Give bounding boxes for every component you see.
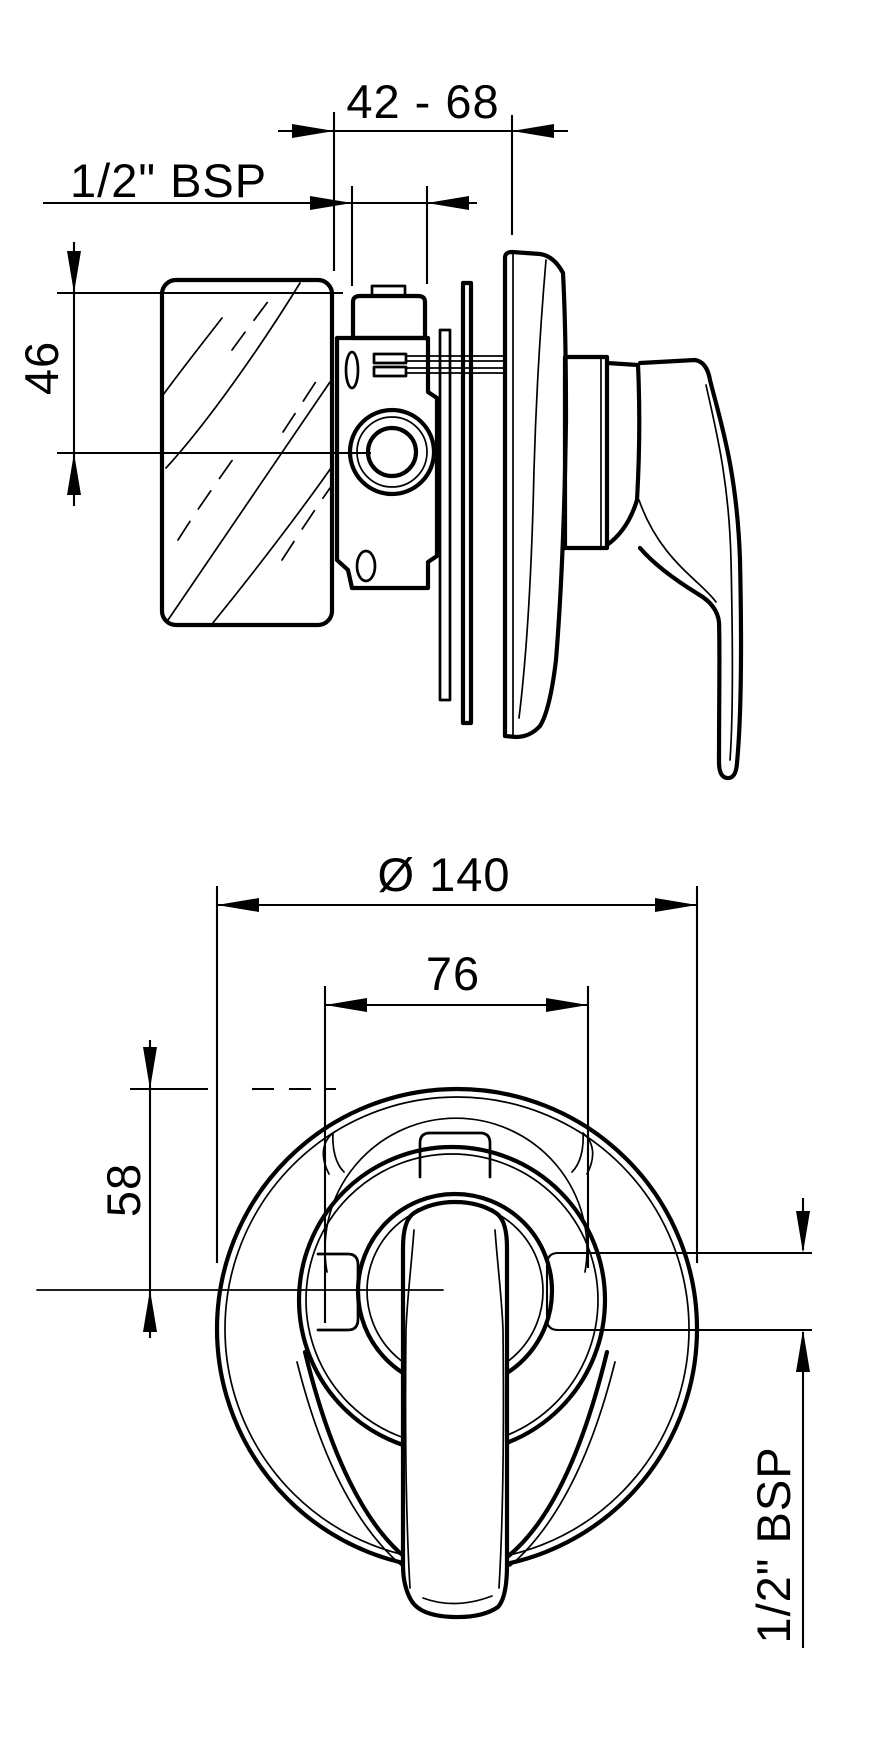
cartridge-cap [350,293,428,341]
body-screw-top [344,350,360,390]
inlet-stub [372,352,504,378]
handle-lever-highlight [705,384,734,761]
body-screw-bottom [355,549,377,583]
arrow-down-icon [67,251,81,293]
dim-inlet-thread: 1/2" BSP [43,154,477,286]
dome-inner-curve [518,259,547,719]
arrow-left-icon [217,898,259,912]
arrow-up-icon [67,453,81,495]
front-view: Ø 140 76 58 1/2" BSP [36,848,812,1648]
grip-inner-left [404,1229,415,1589]
arrow-down-icon [143,1047,157,1089]
escutcheon-plate-side [502,249,569,740]
handle-side [562,354,744,781]
wall-grain-line [211,467,332,625]
handle-hub-front [604,360,642,548]
wall-grain-line [167,381,331,621]
arrow-up-icon [796,1330,810,1372]
handle-grip [400,1199,510,1620]
dim-dome-width: 76 [323,947,590,1323]
handle-lever [637,357,744,781]
arrow-right-icon [310,196,352,210]
arrow-down-icon [796,1211,810,1253]
dim-outlet-thread: 1/2" BSP [747,1198,810,1648]
plate-face [502,249,569,740]
arrow-right-icon [546,998,588,1012]
arrow-left-icon [427,196,469,210]
side-port-right [545,1251,812,1332]
arrow-right-icon [655,898,697,912]
flange-ring-outer [460,280,474,726]
handle-lever-inner [638,499,717,603]
side-view: 42 - 68 1/2" BSP 46 [15,75,744,781]
wall-grain-dash [231,295,273,351]
arrow-up-icon [143,1290,157,1332]
flange-ring-inner [438,328,452,702]
wave-swoosh-right [503,1349,610,1561]
wave-swoosh-right-inner [509,1361,616,1567]
plate-diameter-label: Ø 140 [377,848,510,901]
mounting-flange [438,280,474,726]
dim-depth-range: 42 - 68 [278,75,568,271]
wall-grain-line [162,317,223,396]
wall-grain-dash [282,371,323,433]
valve-body [334,284,504,591]
dome-ear-left [322,1132,345,1175]
inlet-thread-label: 1/2" BSP [70,154,267,207]
grip-prong-right [491,1208,507,1244]
depth-range-label: 42 - 68 [346,75,499,128]
grip-inner-right [494,1229,505,1589]
arrow-right-icon [292,124,334,138]
dim-center-height: 58 [97,1040,336,1338]
dome-width-label: 76 [426,947,480,1000]
arrow-left-icon [325,998,367,1012]
dome-ear-right [571,1132,594,1175]
vertical-offset-label: 46 [15,341,68,395]
handle-front [400,1199,510,1620]
wall-grain-dash [177,451,239,541]
wave-swoosh-left [302,1349,409,1561]
handle-hub [562,354,610,551]
wave-swoosh-left-inner [296,1361,403,1567]
wall-grain-dash [281,487,331,561]
grip-prong-left [403,1208,419,1244]
dome-top-tab [418,1131,492,1179]
dim-vertical-offset: 46 [15,242,371,506]
center-height-label: 58 [97,1163,150,1217]
arrow-left-icon [512,124,554,138]
dim-plate-diameter: Ø 140 [215,848,699,1263]
grip-bottom-inner [422,1595,493,1605]
outlet-thread-label: 1/2" BSP [747,1446,800,1643]
wall-grain-line [165,282,301,469]
body-outline [334,335,440,591]
